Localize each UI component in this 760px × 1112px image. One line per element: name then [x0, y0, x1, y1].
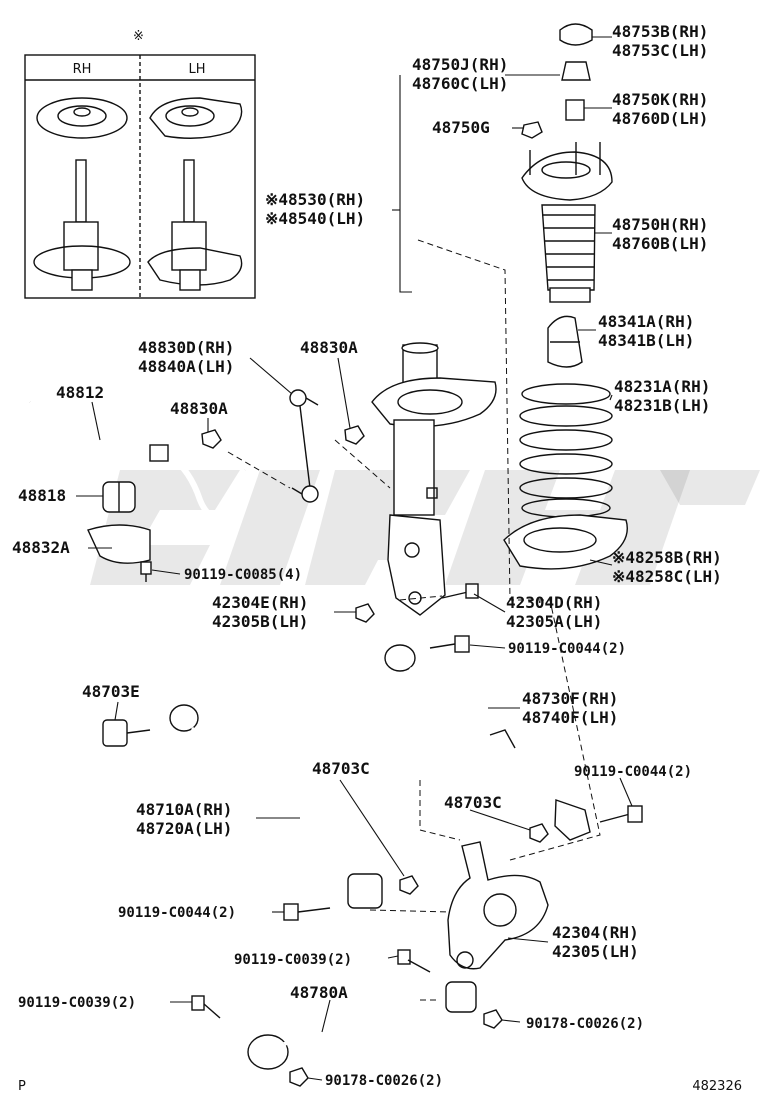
inset-col-rh: RH [73, 62, 92, 77]
inset-col-lh: LH [188, 62, 205, 77]
label-48341A: 48341A(RH) [598, 312, 694, 331]
label-42305B: 42305B(LH) [212, 612, 308, 631]
label-48830A-left: 48830A [170, 399, 228, 418]
label-48750K: 48750K(RH) [612, 90, 708, 109]
bolt-90119-C0044-a [429, 635, 470, 653]
label-48703C-mid: 48703C [312, 759, 370, 778]
alignment-guides [227, 239, 601, 1001]
stabilizer-bar-48812 [28, 399, 248, 521]
nut-48830A-right [344, 425, 365, 445]
upper-mount-parts [521, 23, 613, 368]
label-42305: 42305(LH) [552, 942, 639, 961]
label-90119-C0039-b: 90119-C0039(2) [18, 995, 136, 1011]
nut-48750J [561, 61, 591, 81]
label-48703E: 48703E [82, 682, 140, 701]
shock-absorber-assembly [371, 262, 497, 616]
label-48753C: 48753C(LH) [612, 41, 708, 60]
label-90119-C0044-c: 90119-C0044(2) [118, 905, 236, 921]
diagram-number: 482326 [692, 1079, 742, 1094]
label-42304E: 42304E(RH) [212, 593, 308, 612]
label-48258C: ※48258C(LH) [612, 567, 722, 586]
label-48750J: 48750J(RH) [412, 55, 508, 74]
footer-left-mark: P [18, 1079, 26, 1094]
lower-arm-48710A [169, 704, 383, 909]
label-48231B: 48231B(LH) [614, 396, 710, 415]
part-labels: 48753B(RH) 48753C(LH) 48750J(RH) 48760C(… [12, 22, 722, 1089]
nut-90178-C0026-b [289, 1067, 309, 1087]
label-42304D: 42304D(RH) [506, 593, 602, 612]
label-48540: ※48540(LH) [265, 209, 365, 228]
stabilizer-bushing-48818 [102, 481, 136, 513]
label-48830A-top: 48830A [300, 338, 358, 357]
label-90178-C0026-a: 90178-C0026(2) [526, 1016, 644, 1032]
label-90119-C0044-b: 90119-C0044(2) [574, 764, 692, 780]
label-48740F: 48740F(LH) [522, 708, 618, 727]
bushing-48750K [565, 99, 585, 121]
nut-42304E [355, 603, 375, 623]
bolt-90119-C0044-c [283, 903, 331, 921]
nut-48703C-right [529, 823, 549, 843]
label-48753B: 48753B(RH) [612, 22, 708, 41]
label-90119-C0044-a: 90119-C0044(2) [508, 641, 626, 657]
bolt-90119-C0039-b [191, 995, 221, 1019]
label-48760C: 48760C(LH) [412, 74, 508, 93]
bolt-42304D [441, 583, 479, 599]
inset-marker: ※ [133, 29, 144, 44]
nut-90178-C0026-a [483, 1009, 503, 1029]
label-48780A: 48780A [290, 983, 348, 1002]
label-48530: ※48530(RH) [265, 190, 365, 209]
label-48818: 48818 [18, 486, 66, 505]
label-48341B: 48341B(LH) [598, 331, 694, 350]
bolt-90119-C0039-a [397, 949, 431, 973]
label-48830D: 48830D(RH) [138, 338, 234, 357]
label-48703C-right: 48703C [444, 793, 502, 812]
label-48231A: 48231A(RH) [614, 377, 710, 396]
nut-48830A-left [201, 429, 222, 449]
leader-lines [76, 36, 633, 1081]
nut-48750G [521, 121, 543, 139]
label-90178-C0026-b: 90178-C0026(2) [325, 1073, 443, 1089]
stabilizer-link-48830D [289, 389, 319, 503]
rear-axle-carrier-42304 [447, 841, 549, 970]
stabilizer-bracket-48832A [87, 524, 151, 564]
label-48750H: 48750H(RH) [612, 215, 708, 234]
label-48760B: 48760B(LH) [612, 234, 708, 253]
label-48710A: 48710A(RH) [136, 800, 232, 819]
inset-strut-lh [147, 97, 243, 291]
bushing-48703E [102, 719, 151, 747]
label-48730F: 48730F(RH) [522, 689, 618, 708]
lower-arm-48780A [247, 981, 477, 1070]
label-48812: 48812 [56, 383, 104, 402]
bolt-90119-C0085 [140, 561, 152, 582]
inset-strut-rh [33, 97, 131, 291]
nut-48703C-mid [399, 875, 419, 895]
label-42304: 42304(RH) [552, 923, 639, 942]
label-48258B: ※48258B(RH) [612, 548, 722, 567]
label-90119-C0085: 90119-C0085(4) [184, 567, 302, 583]
label-48750G: 48750G [432, 118, 490, 137]
upper-support-48750H [521, 151, 613, 201]
control-rod-48730F [384, 644, 591, 841]
bolt-90119-C0044-b [599, 805, 643, 823]
label-90119-C0039-a: 90119-C0039(2) [234, 952, 352, 968]
label-48720A: 48720A(LH) [136, 819, 232, 838]
label-48832A: 48832A [12, 538, 70, 557]
spring-seat-48258 [503, 514, 628, 570]
dust-boot [541, 204, 596, 291]
cap-48753 [559, 23, 593, 46]
label-48840A: 48840A(LH) [138, 357, 234, 376]
label-48760D: 48760D(LH) [612, 109, 708, 128]
strut-variant-inset: ※ RH LH [24, 29, 256, 299]
label-42305A: 42305A(LH) [506, 612, 602, 631]
